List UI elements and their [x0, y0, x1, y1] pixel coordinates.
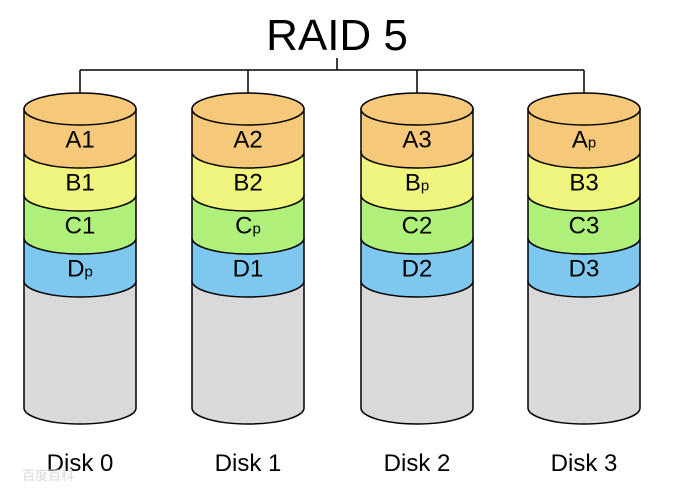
disk-empty-space [191, 280, 305, 425]
block-label: D2 [402, 256, 433, 283]
block-label: Bp [405, 170, 429, 197]
block-d [23, 237, 137, 298]
block-label-index: p [421, 178, 429, 195]
block-c [360, 194, 474, 255]
block-label: Ap [572, 127, 596, 154]
block-label: B2 [233, 170, 262, 197]
block-label-main: A [402, 127, 418, 154]
disk-label: Disk 3 [551, 450, 618, 477]
disk-label: Disk 0 [47, 450, 114, 477]
block-label: D3 [569, 256, 600, 283]
diagram-title: RAID 5 [266, 11, 408, 60]
block-label-index: p [253, 221, 261, 238]
block-d [360, 237, 474, 298]
block-label-main: D [569, 256, 586, 283]
block-d [527, 237, 641, 298]
block-label-index: 3 [418, 127, 431, 154]
block-label-index: 2 [249, 170, 262, 197]
block-label-index: 2 [249, 127, 262, 154]
block-a [527, 108, 641, 169]
block-label-main: B [233, 170, 249, 197]
disk-empty-space [23, 280, 137, 425]
block-label: D1 [233, 256, 264, 283]
block-c [527, 194, 641, 255]
block-label-main: C [235, 213, 252, 240]
block-label-index: 3 [586, 256, 599, 283]
block-label-index: p [85, 264, 93, 281]
block-label: A2 [233, 127, 262, 154]
block-label-index: 1 [250, 256, 263, 283]
disk-empty-space [527, 280, 641, 425]
block-a [23, 108, 137, 169]
block-label: C2 [402, 213, 433, 240]
block-label-main: D [233, 256, 250, 283]
watermark: 百度百科 [22, 468, 74, 483]
block-label-main: B [65, 170, 81, 197]
block-label: B3 [569, 170, 598, 197]
block-label-main: B [569, 170, 585, 197]
disk-top [23, 92, 137, 126]
block-label: A1 [65, 127, 94, 154]
block-a [191, 108, 305, 169]
controller-bus [79, 58, 585, 93]
disk-empty-space [360, 280, 474, 425]
block-label-main: C [65, 213, 82, 240]
block-label: A3 [402, 127, 431, 154]
block-b [360, 151, 474, 212]
block-label: C1 [65, 213, 96, 240]
block-d [191, 237, 305, 298]
block-b [527, 151, 641, 212]
block-label-index: 1 [81, 127, 94, 154]
block-label-index: 1 [82, 213, 95, 240]
block-a [360, 108, 474, 169]
disk-label: Disk 1 [215, 450, 282, 477]
block-label-index: 3 [585, 170, 598, 197]
block-label-main: B [405, 170, 421, 197]
block-label-main: A [572, 127, 588, 154]
disk-label: Disk 2 [384, 450, 451, 477]
block-label-index: 2 [419, 256, 432, 283]
block-label-main: A [233, 127, 249, 154]
block-label-index: 1 [81, 170, 94, 197]
block-label: C3 [569, 213, 600, 240]
block-label-index: 2 [419, 213, 432, 240]
block-label-main: C [402, 213, 419, 240]
block-label: Cp [235, 213, 261, 240]
block-label: Dp [67, 256, 93, 283]
block-label-main: C [569, 213, 586, 240]
block-b [191, 151, 305, 212]
disk-top [527, 92, 641, 126]
block-label-index: p [588, 135, 596, 152]
block-c [191, 194, 305, 255]
block-label-main: A [65, 127, 81, 154]
block-label-main: D [402, 256, 419, 283]
block-label: B1 [65, 170, 94, 197]
disk-top [191, 92, 305, 126]
block-c [23, 194, 137, 255]
block-b [23, 151, 137, 212]
disk-top [360, 92, 474, 126]
block-label-main: D [67, 256, 84, 283]
block-label-index: 3 [586, 213, 599, 240]
